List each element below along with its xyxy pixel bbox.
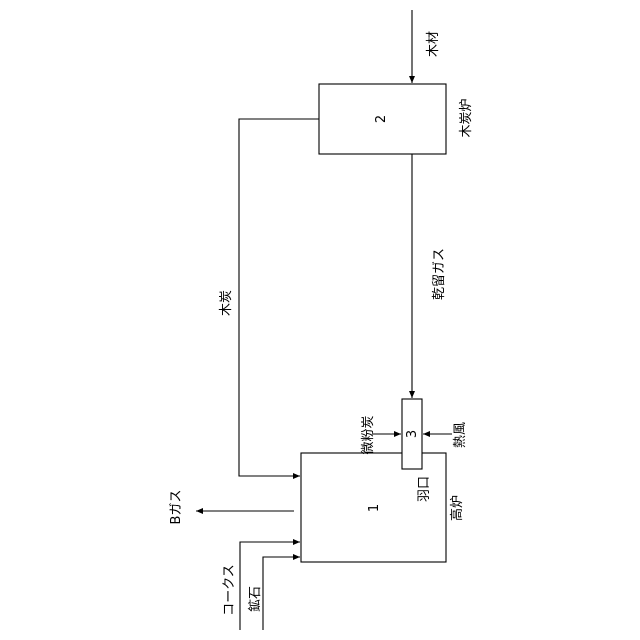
- ore-line: [263, 557, 300, 630]
- charcoal-label: 木炭: [219, 290, 234, 316]
- blast-furnace-number: 1: [367, 504, 382, 512]
- tuyere-number: 3: [405, 430, 420, 438]
- charcoal-line: [239, 119, 319, 476]
- hot-blast-label: 熱風: [453, 422, 468, 448]
- b-gas-label: Bガス: [169, 490, 184, 525]
- pulverized-coal-label: 微粉炭: [361, 415, 376, 454]
- tuyere-label: 羽口: [417, 476, 432, 502]
- blast-furnace-label: 高炉: [449, 495, 465, 521]
- charcoal-kiln-number: 2: [374, 115, 389, 123]
- charcoal-kiln-label: 木炭炉: [459, 98, 474, 137]
- coke-label: コークス: [222, 564, 237, 616]
- ore-label: 鉱石: [247, 586, 263, 612]
- wood-label: 木材: [426, 31, 441, 57]
- carbonization-gas-label: 乾留ガス: [432, 248, 447, 300]
